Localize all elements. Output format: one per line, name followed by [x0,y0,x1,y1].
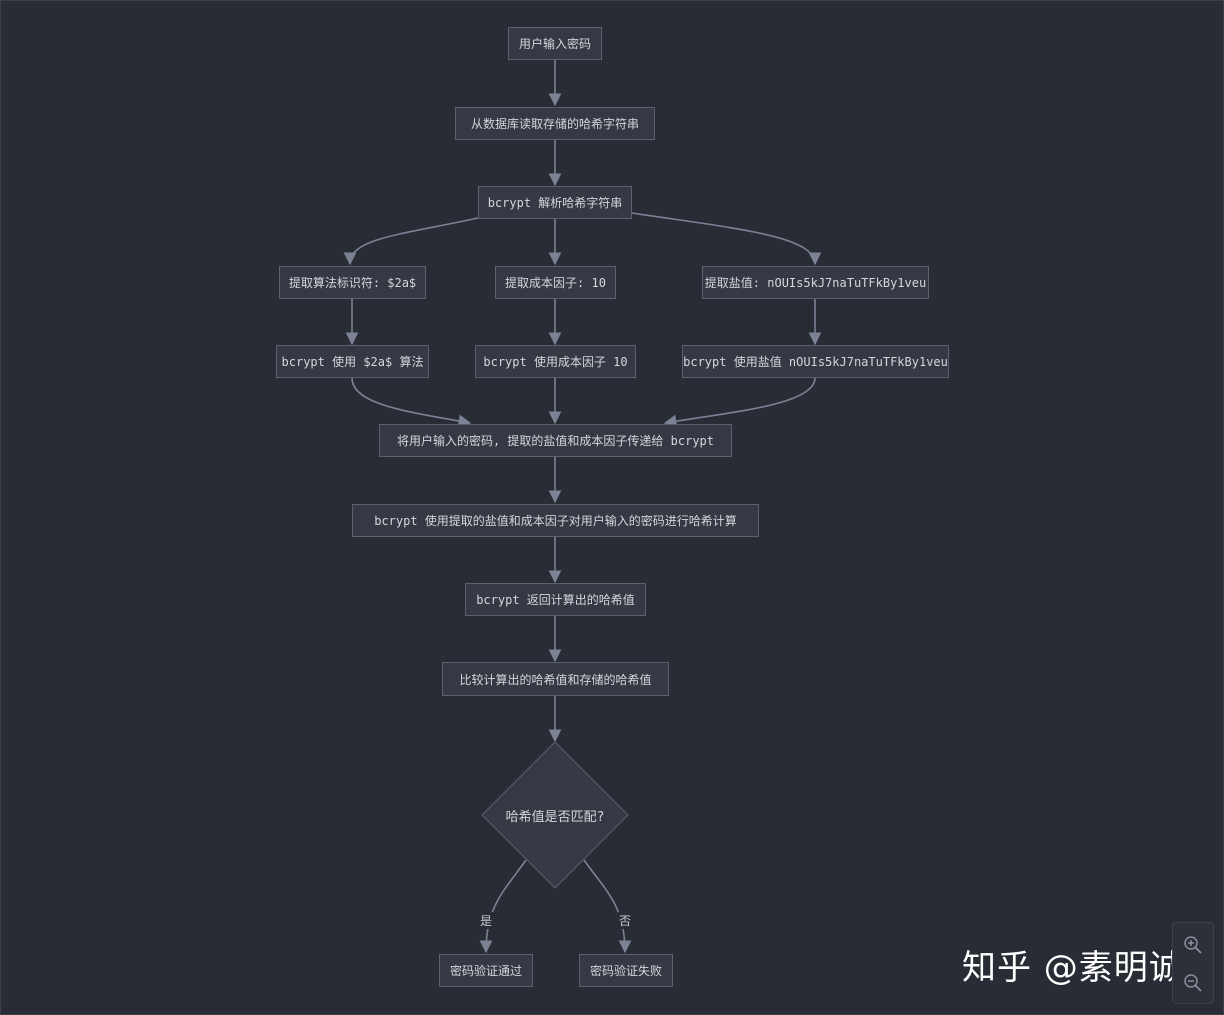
node-compare-hash: 比较计算出的哈希值和存储的哈希值 [442,662,669,696]
node-extract-salt: 提取盐值: nOUIs5kJ7naTuTFkBy1veu [702,266,929,299]
decision-diamond [481,741,629,889]
node-use-algorithm: bcrypt 使用 $2a$ 算法 [276,345,429,378]
node-use-salt: bcrypt 使用盐值 nOUIs5kJ7naTuTFkBy1veu [682,345,949,378]
node-read-hash: 从数据库读取存储的哈希字符串 [455,107,655,140]
edge-decision-ok [479,859,527,954]
node-verify-pass: 密码验证通过 [439,954,533,987]
zoom-out-icon[interactable] [1183,973,1203,993]
node-pass-to-bcrypt: 将用户输入的密码, 提取的盐值和成本因子传递给 bcrypt [379,424,732,457]
edge-label-no: 否 [618,912,633,929]
edge-parse-salt [631,212,822,266]
zoom-controls [1172,922,1214,1004]
decision-label: 哈希值是否匹配? [505,809,605,825]
node-compute-hash: bcrypt 使用提取的盐值和成本因子对用户输入的密码进行哈希计算 [352,504,759,537]
node-parse-hash: bcrypt 解析哈希字符串 [478,186,632,219]
node-return-hash: bcrypt 返回计算出的哈希值 [465,583,646,616]
edge-parse-alg [343,217,479,266]
edge-usealg-pass [351,377,472,428]
node-user-input: 用户输入密码 [508,27,602,60]
edge-usesalt-pass [663,377,816,428]
watermark: 知乎 @素明诚 [962,948,1184,988]
node-extract-algorithm: 提取算法标识符: $2a$ [279,266,426,299]
node-verify-fail: 密码验证失败 [579,954,673,987]
zoom-in-icon[interactable] [1183,935,1203,955]
edge-label-yes: 是 [479,912,494,929]
node-extract-cost: 提取成本因子: 10 [495,266,616,299]
edge-decision-fail [583,859,632,954]
node-use-cost: bcrypt 使用成本因子 10 [475,345,636,378]
